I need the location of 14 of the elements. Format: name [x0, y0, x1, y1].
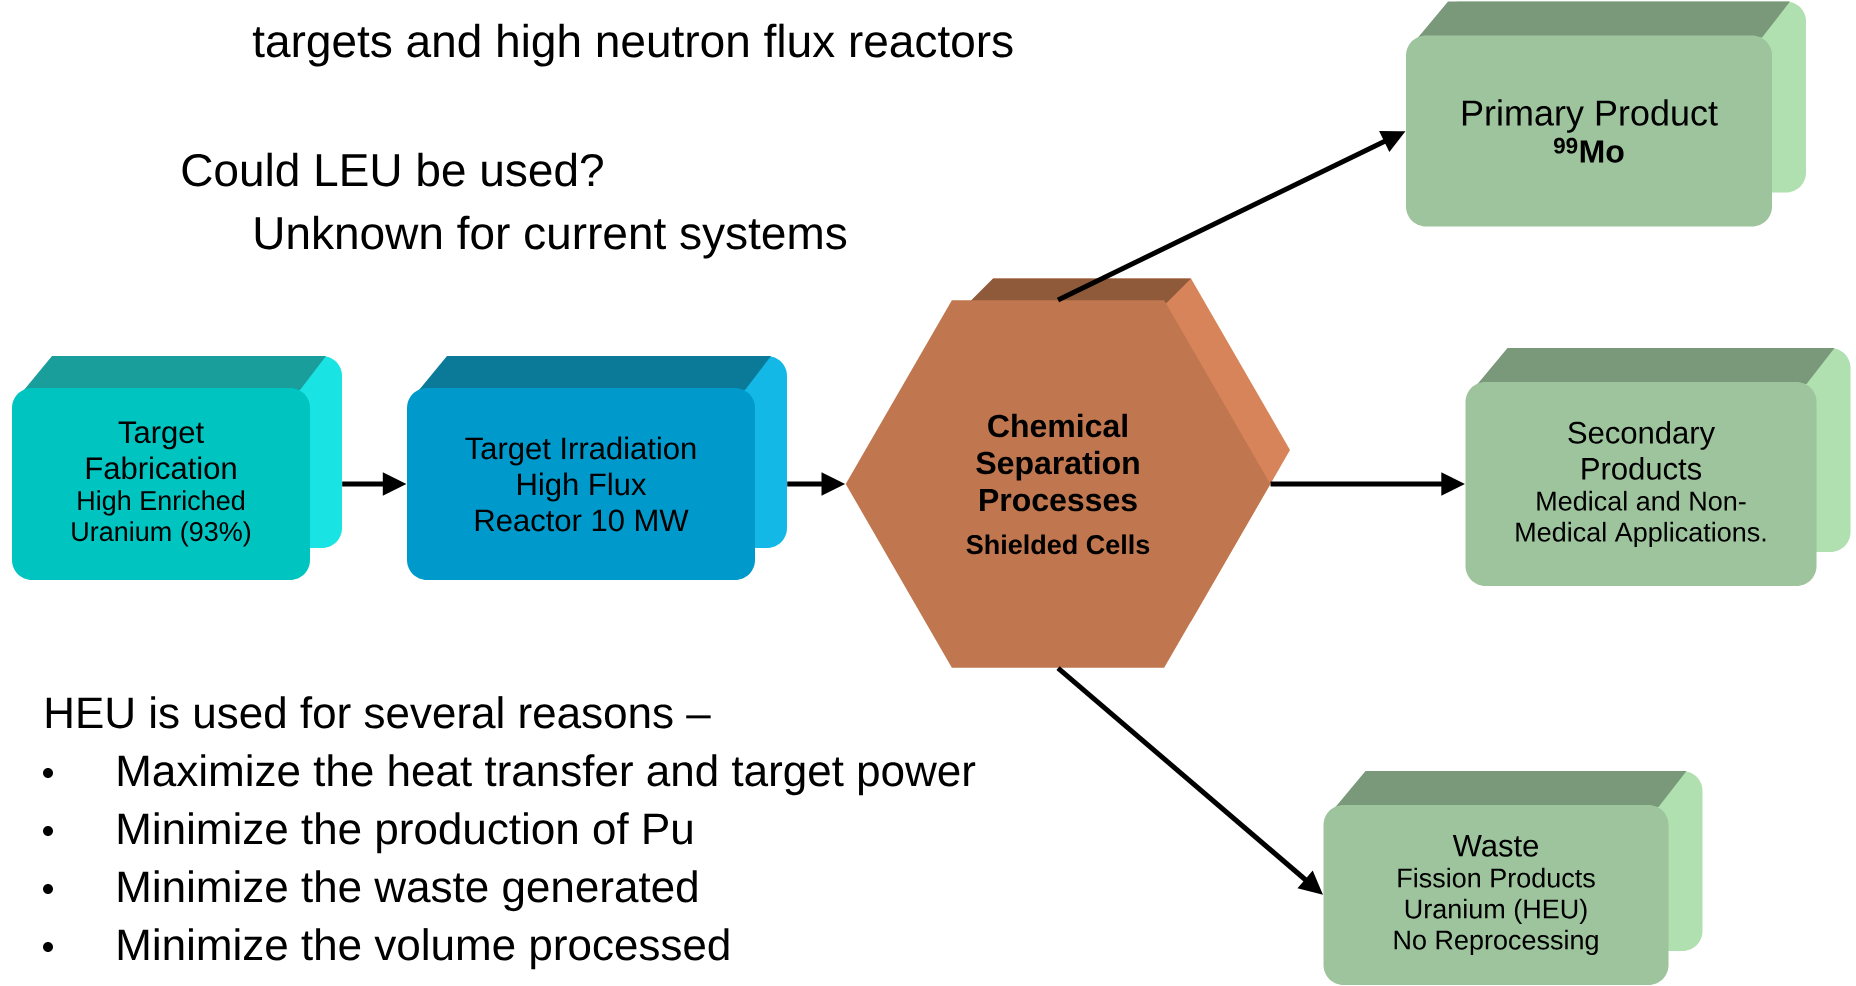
- process-box: Secondary Products Medical and Non-Medical Applications.: [1465, 348, 1851, 586]
- bullet-item: Minimize the production of Pu: [43, 812, 692, 854]
- bullet-item: Maximize the heat transfer and target power: [43, 754, 976, 796]
- bullet-item: Minimize the volume processed: [43, 928, 729, 970]
- text-line: Unknown for current systems: [255, 215, 847, 259]
- process-hexagon: Chemical Separation Processes Shielded Cells: [845, 278, 1290, 668]
- process-box: Waste Fission Products Uranium (HEU) No Reprocessing: [1323, 771, 1703, 985]
- process-box: Target Fabrication High Enriched Uranium (93%): [12, 356, 342, 580]
- process-box: Primary Product $^{99}$Mo: [1406, 1, 1806, 227]
- text-line: Could LEU be used?: [182, 152, 603, 187]
- bullet-item: Minimize the waste generated: [43, 870, 697, 912]
- text-line: targets and high neutron flux reactors: [252, 23, 1013, 67]
- process-box: Target Irradiation High Flux Reactor 10 MW: [407, 356, 787, 580]
- text-line: HEU is used for several reasons –: [46, 696, 711, 729]
